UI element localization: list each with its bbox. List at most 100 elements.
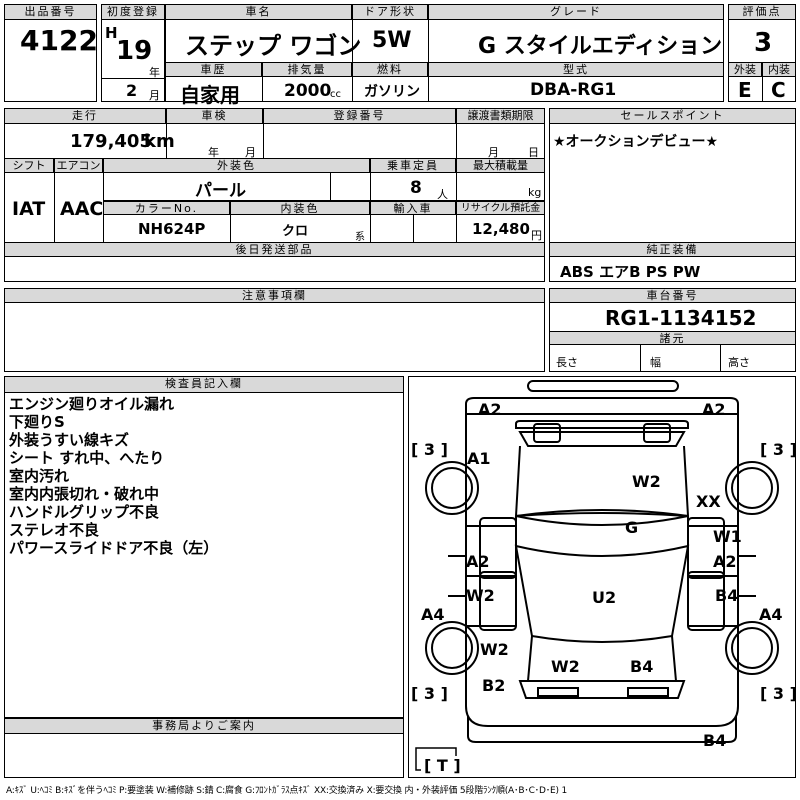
car-outline <box>415 380 779 771</box>
mark-hood: W2 <box>632 472 661 491</box>
width-label: 幅 <box>650 356 661 369</box>
month-unit: 月 <box>149 89 160 102</box>
lot-label: 出品番号 <box>4 4 97 20</box>
mark-roof: U2 <box>592 588 617 607</box>
inspector-line: シート すれ中、へたり <box>9 449 165 467</box>
mark-rear-fender-left: W2 <box>480 640 509 659</box>
sales-text: ★オークションデビュー★ <box>553 134 719 150</box>
mark-front-bumper-right: A2 <box>702 400 726 419</box>
transfer-label: 譲渡書類期限 <box>456 108 545 124</box>
inspector-line: エンジン廻りオイル漏れ <box>9 395 175 413</box>
transfer-month-unit: 月 <box>488 146 499 159</box>
grade: G スタイルエディション <box>478 34 723 59</box>
year-unit: 年 <box>149 66 160 79</box>
car-name: ステップ ワゴン <box>185 32 362 60</box>
exterior-grade: E <box>738 78 752 102</box>
door-label: ドア形状 <box>352 4 428 20</box>
ext-color: パール <box>195 181 246 201</box>
height-label: 高さ <box>728 356 750 369</box>
reg-no-label: 登録番号 <box>263 108 456 124</box>
capacity-unit: 人 <box>437 188 448 201</box>
ac: AAC <box>60 198 104 220</box>
shift: IAT <box>12 198 46 220</box>
transfer-day-unit: 日 <box>528 146 539 159</box>
mileage-label: 走行 <box>4 108 166 124</box>
inspector-line: 室内内張切れ・破れ中 <box>9 485 160 503</box>
office-label: 事務局よりご案内 <box>4 718 404 734</box>
tire-rear-left: [ 3 ] <box>411 684 448 703</box>
km-unit: km <box>144 131 175 152</box>
mark-front-door-right-1: W1 <box>713 527 742 546</box>
first-reg-label: 初度登録 <box>101 4 165 20</box>
model: DBA-RG1 <box>530 80 617 100</box>
int-color-unit: 系 <box>355 232 365 243</box>
inspector-line: 外装うすい線キズ <box>9 431 130 449</box>
history: 自家用 <box>180 83 240 107</box>
tire-rear-right: [ 3 ] <box>760 684 797 703</box>
mark-front-bumper-left: A2 <box>478 400 502 419</box>
mark-front-door-left: A2 <box>466 552 490 571</box>
grade-label: グレード <box>428 4 724 20</box>
ac-label: エアコン <box>54 158 103 173</box>
mark-windshield: G <box>625 518 639 537</box>
exterior-label: 外装 <box>728 62 762 77</box>
shift-label: シフト <box>4 158 54 173</box>
score: 3 <box>754 28 773 58</box>
mark-rear-left: B2 <box>482 676 506 695</box>
import-label: 輸入車 <box>370 201 456 215</box>
reg-month: 2 <box>126 81 138 100</box>
ext-color-label: 外装色 <box>103 158 370 173</box>
equipment: ABS エアB PS PW <box>560 263 701 281</box>
inspector-line: ステレオ不良 <box>9 521 100 539</box>
inspection-month-unit: 月 <box>245 146 256 159</box>
first-reg-box <box>101 4 165 102</box>
notes-label: 注意事項欄 <box>4 288 545 303</box>
mark-trunk-right: B4 <box>630 657 654 676</box>
mileage: 179,405 <box>70 131 152 152</box>
color-no: NH624P <box>138 220 206 238</box>
mark-rear-bumper: B4 <box>703 731 727 750</box>
chassis-number: RG1-1134152 <box>605 306 757 330</box>
car-name-label: 車名 <box>165 4 352 20</box>
mark-right-sill: A4 <box>759 605 783 624</box>
score-label: 評価点 <box>728 4 796 20</box>
mark-front-door-right-2: A2 <box>713 552 737 571</box>
tire-front-left: [ 3 ] <box>411 440 448 459</box>
displacement-label: 排気量 <box>262 62 352 77</box>
mark-rear-door-left: W2 <box>466 586 495 605</box>
inspector-box <box>4 376 404 718</box>
max-load-label: 最大積載量 <box>456 158 545 173</box>
fuel-label: 燃料 <box>352 62 428 77</box>
model-label: 型式 <box>428 62 724 77</box>
mark-trunk-left: W2 <box>551 657 580 676</box>
length-label: 長さ <box>556 356 578 369</box>
inspector-line: パワースライドドア不良（左） <box>9 539 219 557</box>
reg-year: 19 <box>116 36 153 66</box>
interior-label: 内装 <box>762 62 796 77</box>
shipping-label: 後日発送部品 <box>4 242 545 257</box>
era: H <box>105 24 118 42</box>
inspector-label: 検査員記入欄 <box>4 376 404 393</box>
door-type: 5W <box>372 28 412 53</box>
inspection-label: 車検 <box>166 108 263 124</box>
int-color-label: 内装色 <box>230 201 370 215</box>
mark-left-sill: A4 <box>421 605 445 624</box>
mark-rear-door-right: B4 <box>715 586 739 605</box>
lot-number: 4122 <box>20 24 98 57</box>
tire-front-right: [ 3 ] <box>760 440 797 459</box>
lot-box <box>4 4 97 102</box>
specs-label: 諸元 <box>549 331 796 345</box>
chassis-label: 車台番号 <box>549 288 796 303</box>
inspector-line: 下廻りS <box>9 413 65 431</box>
color-no-label: カラーNo. <box>103 201 230 215</box>
inspector-line: ハンドルグリップ不良 <box>9 503 160 521</box>
history-label: 車歴 <box>165 62 262 77</box>
sales-label: セールスポイント <box>549 108 796 124</box>
legend: A:ｷｽﾞ U:ﾍｺﾐ B:ｷｽﾞを伴うﾍｺﾐ P:要塗装 W:補修跡 S:錆 … <box>6 786 567 796</box>
capacity-label: 乗車定員 <box>370 158 456 173</box>
recycle-label: リサイクル預託金 <box>456 201 545 215</box>
mark-front-fender-right: XX <box>696 492 721 511</box>
mark-front-fender-left: A1 <box>467 449 491 468</box>
interior-grade: C <box>771 78 786 102</box>
displacement: 2000 <box>284 81 332 101</box>
